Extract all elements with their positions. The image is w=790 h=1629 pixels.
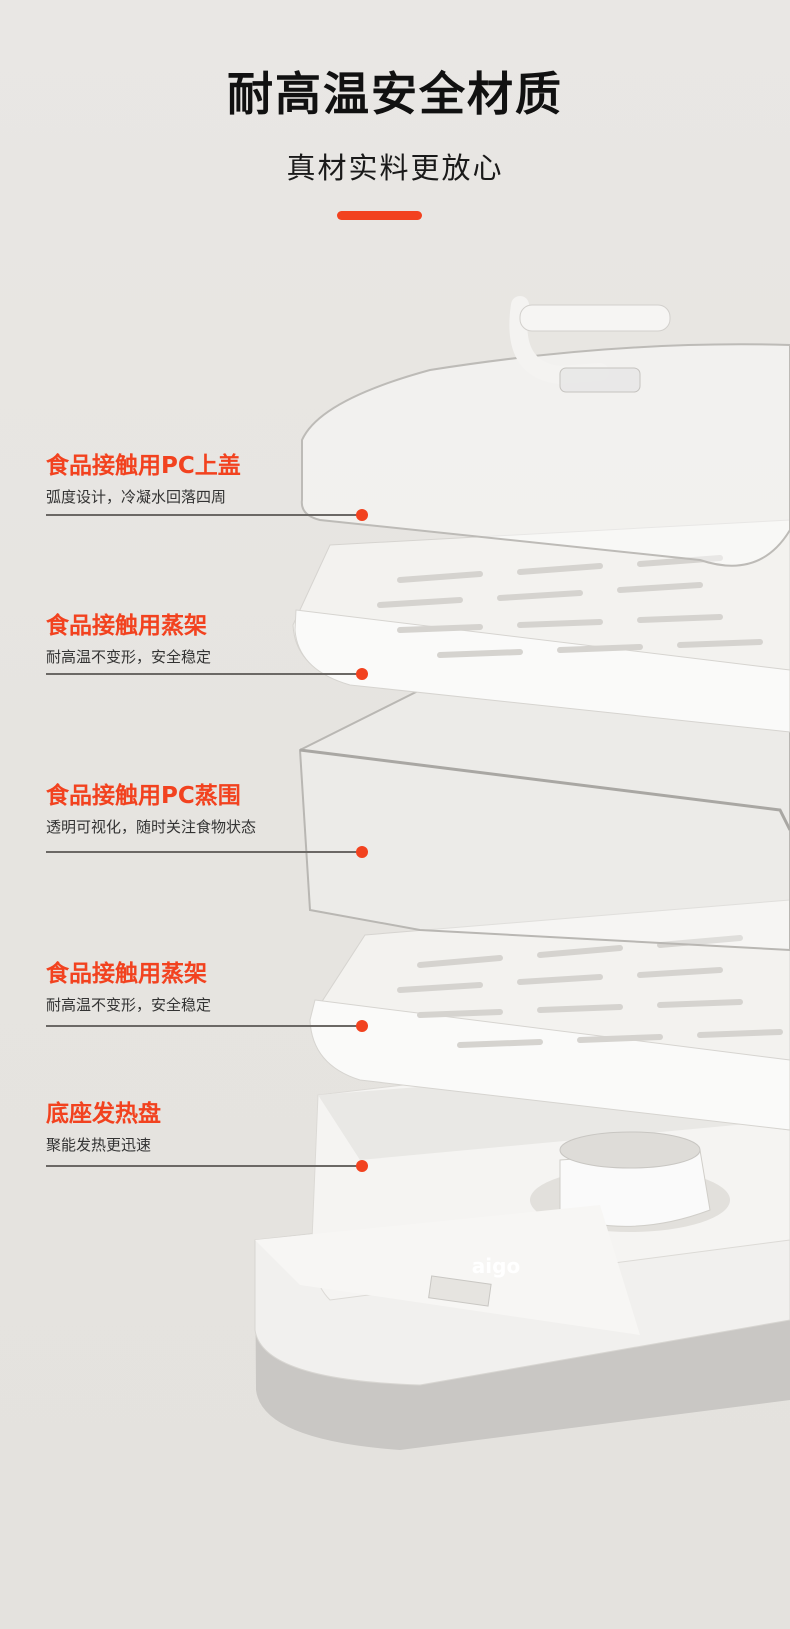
page-title: 耐高温安全材质 xyxy=(227,67,563,121)
feature-steam-rack-upper: 食品接触用蒸架 耐高温不变形，安全稳定 xyxy=(46,606,211,667)
feature-title: 食品接触用蒸架 xyxy=(46,613,207,639)
feature-title: 底座发热盘 xyxy=(46,1101,161,1127)
leader-line xyxy=(46,1165,362,1167)
pc-lid xyxy=(300,296,790,567)
feature-desc: 耐高温不变形，安全稳定 xyxy=(46,996,212,1014)
brand-logo: aigo xyxy=(471,1254,521,1278)
feature-title: 食品接触用蒸架 xyxy=(46,961,207,987)
steam-rack-lower xyxy=(309,899,790,1131)
feature-desc: 弧度设计，冷凝水回落四周 xyxy=(46,488,227,506)
feature-heating-base: 底座发热盘 聚能发热更迅速 xyxy=(46,1094,161,1155)
leader-line xyxy=(46,673,362,675)
marker-dot xyxy=(356,1020,368,1032)
feature-steam-rack-lower: 食品接触用蒸架 耐高温不变形，安全稳定 xyxy=(46,954,211,1015)
marker-dot xyxy=(356,1160,368,1172)
marker-dot xyxy=(356,846,368,858)
feature-desc: 透明可视化，随时关注食物状态 xyxy=(46,818,257,836)
marker-dot xyxy=(356,668,368,680)
feature-pc-lid: 食品接触用PC上盖 弧度设计，冷凝水回落四周 xyxy=(46,446,241,507)
page-subtitle: 真材实料更放心 xyxy=(286,151,504,185)
feature-pc-steam-ring: 食品接触用PC蒸围 透明可视化，随时关注食物状态 xyxy=(46,776,256,837)
feature-title: 食品接触用PC蒸围 xyxy=(46,783,241,809)
marker-dot xyxy=(356,509,368,521)
pc-steam-ring xyxy=(298,688,790,952)
accent-bar xyxy=(337,211,422,220)
control-panel xyxy=(255,1205,640,1335)
leader-line xyxy=(46,1025,362,1027)
feature-desc: 耐高温不变形，安全稳定 xyxy=(46,648,212,666)
feature-title: 食品接触用PC上盖 xyxy=(46,453,241,479)
feature-desc: 聚能发热更迅速 xyxy=(46,1136,152,1154)
leader-line xyxy=(46,851,362,853)
leader-line xyxy=(46,514,362,516)
steam-rack-upper xyxy=(292,519,790,733)
